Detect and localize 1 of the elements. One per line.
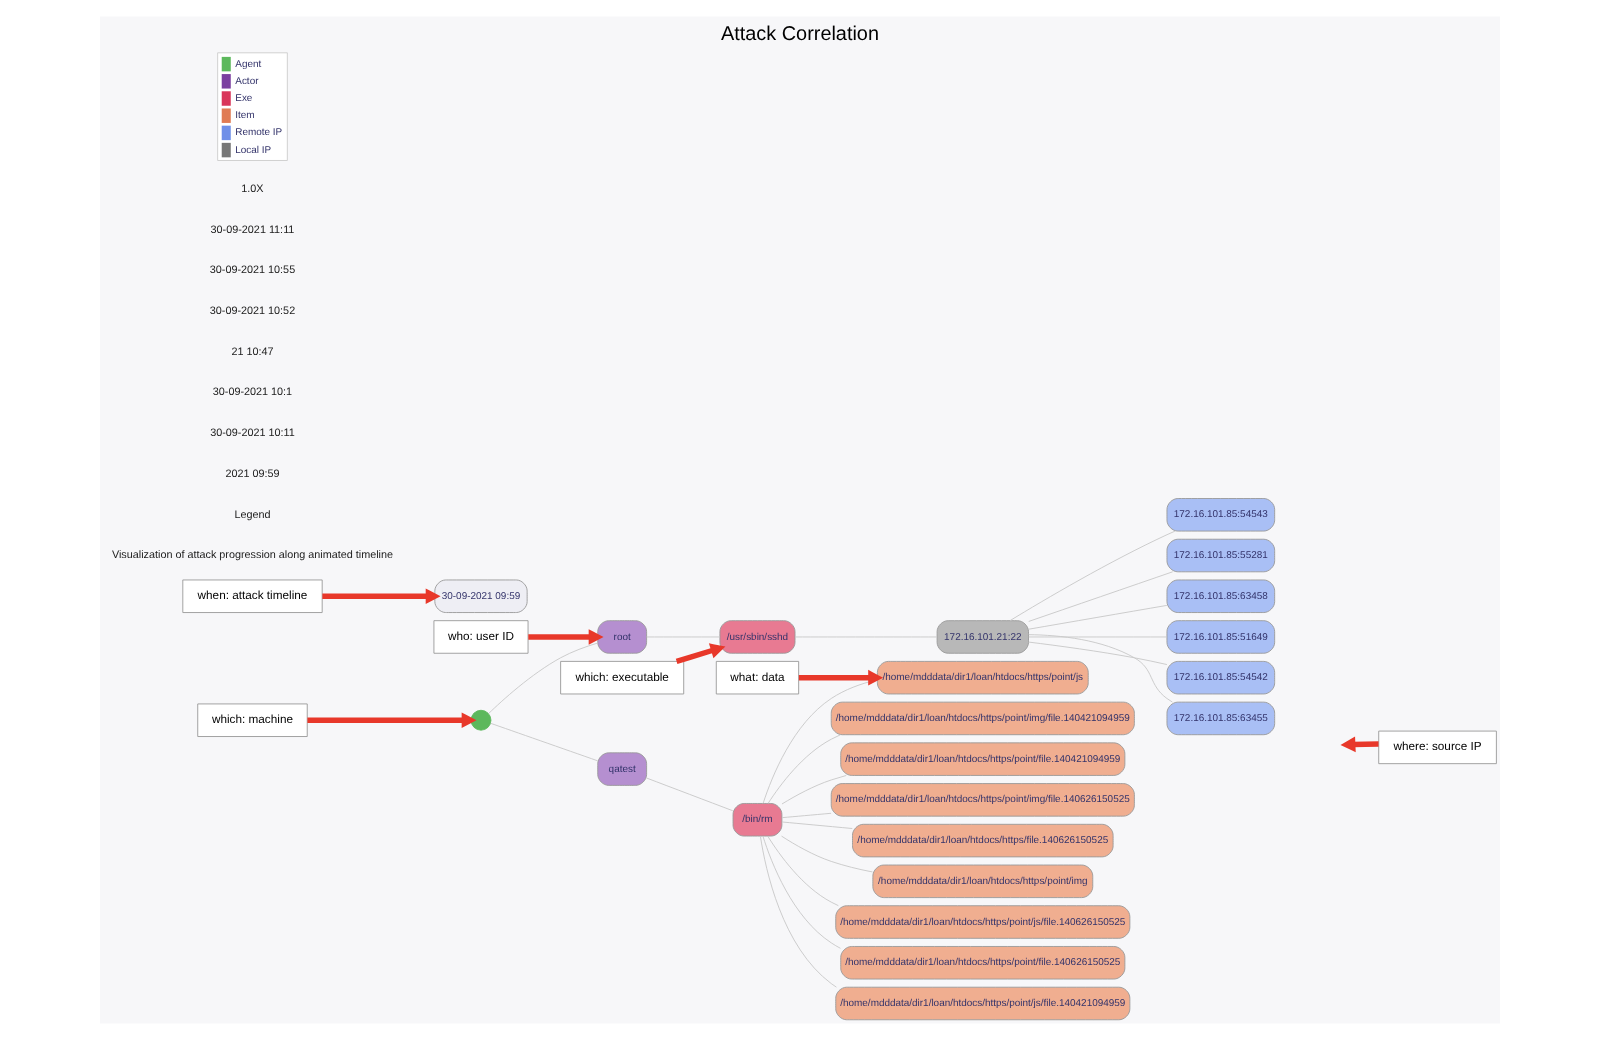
diagram-title: Attack Correlation xyxy=(721,23,879,46)
